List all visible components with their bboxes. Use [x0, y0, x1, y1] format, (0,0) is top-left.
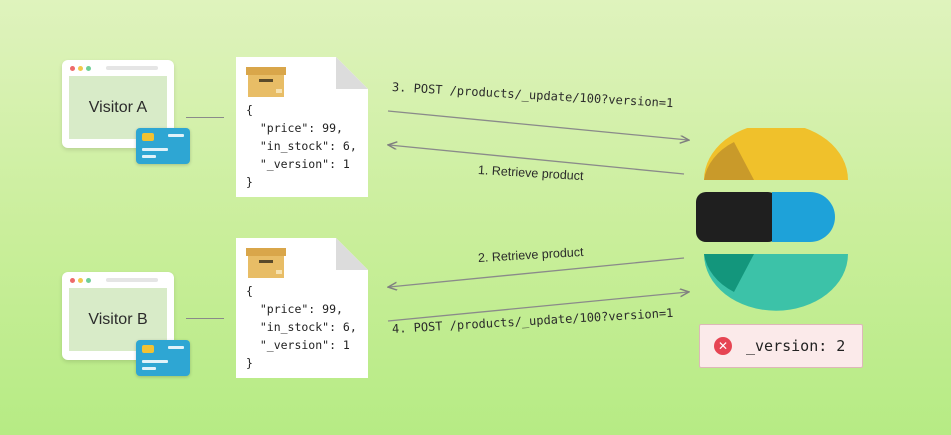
arrow-step3: [387, 110, 688, 140]
product-document-b: { "price": 99, "in_stock": 6, "_version"…: [236, 238, 368, 378]
product-document-a: { "price": 99, "in_stock": 6, "_version"…: [236, 57, 368, 197]
arrow-step2: [389, 257, 685, 287]
window-dot-green: [86, 278, 91, 283]
window-dot-red: [70, 66, 75, 71]
arrow-step4: [387, 292, 688, 322]
window-dot-yellow: [78, 278, 83, 283]
window-dot-green: [86, 66, 91, 71]
window-dot-red: [70, 278, 75, 283]
window-title-bar: [62, 272, 174, 288]
archive-box-icon: [246, 248, 286, 278]
error-version-text: _version: 2: [746, 337, 846, 355]
visitor-a-window: Visitor A: [62, 60, 174, 148]
credit-card-icon: [136, 128, 190, 164]
window-dot-yellow: [78, 66, 83, 71]
visitor-b-connector: [186, 318, 224, 319]
arrow-step1: [389, 145, 685, 175]
window-url-bar: [106, 278, 158, 282]
document-json: { "price": 99, "in_stock": 6, "_version"…: [246, 284, 357, 370]
credit-card-icon: [136, 340, 190, 376]
version-conflict-error: ✕ _version: 2: [699, 324, 863, 368]
window-title-bar: [62, 60, 174, 76]
visitor-a-label: Visitor A: [69, 76, 167, 139]
archive-box-icon: [246, 67, 286, 97]
visitor-a-connector: [186, 117, 224, 118]
elasticsearch-logo-icon: [696, 128, 848, 311]
close-circle-icon: ✕: [714, 337, 732, 355]
window-url-bar: [106, 66, 158, 70]
document-json: { "price": 99, "in_stock": 6, "_version"…: [246, 103, 357, 189]
